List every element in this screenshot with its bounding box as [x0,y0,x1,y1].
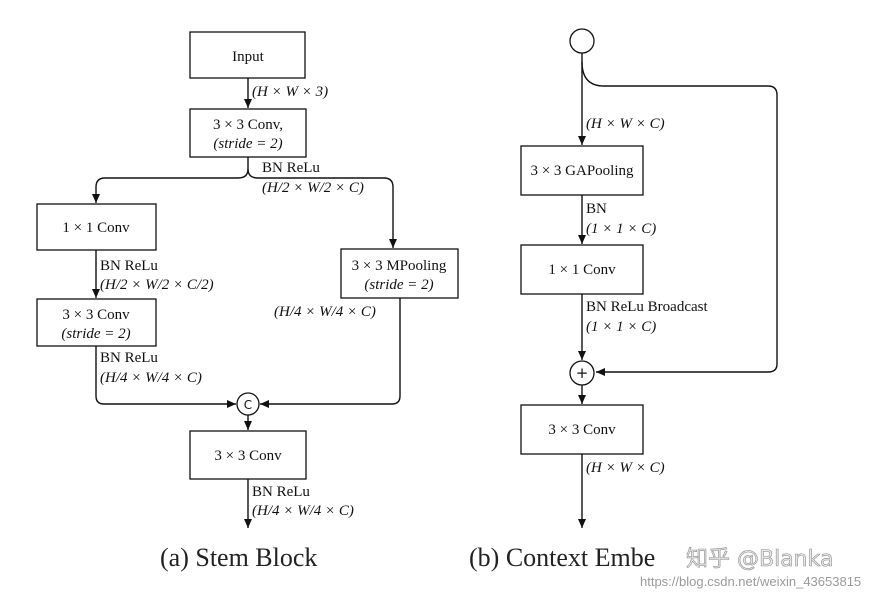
stem-edge-conv2-shape: (H/4 × W/4 × C) [100,370,202,386]
stem-edge-conv1-shape: (H/2 × W/2 × C) [262,180,364,196]
stem-conv3-label: 3 × 3 Conv [214,448,282,464]
ctx-conv3-label: 3 × 3 Conv [548,422,616,438]
stem-edge-out-ops: BN ReLu [252,484,310,500]
ctx-conv3-box [520,404,644,455]
watermark-site: 知乎 @Blanka [686,547,833,572]
ctx-wire-skip-connection [581,61,778,376]
stem-edge-1x1-ops: BN ReLu [100,258,158,274]
ctx-gapool-box [520,145,644,196]
ctx-gapool-label: 3 × 3 GAPooling [530,163,634,179]
stem-conv2-stride: (stride = 2) [61,326,130,342]
stem-block-caption: (a) Stem Block [160,543,317,572]
stem-conv2-box [36,298,157,347]
watermark: 知乎 @Blanka https://blog.csdn.net/weixin_… [640,547,861,589]
stem-wire-mpool-to-concat [260,298,401,408]
ctx-edge-gap-shape: (1 × 1 × C) [586,221,656,237]
stem-edge-conv2-ops: BN ReLu [100,350,158,366]
stem-conv1-stride: (stride = 2) [213,136,282,152]
stem-block: Input 3 × 3 Conv, (stride = 2) 1 × 1 Con… [36,31,459,572]
stem-mpool-stride: (stride = 2) [364,277,433,293]
ctx-1x1-conv-label: 1 × 1 Conv [548,262,616,278]
stem-wire-conv1-to-mpool [247,168,397,248]
stem-wire-conv2-to-concat [95,346,236,408]
stem-mpool-label: 3 × 3 MPooling [352,258,447,274]
ctx-edge-1x1-ops: BN ReLu Broadcast [586,299,708,315]
stem-conv1-box [189,108,307,158]
ctx-add-symbol: + [576,364,589,382]
stem-edge-input: (H × W × 3) [252,84,328,100]
stem-edge-mpool-shape: (H/4 × W/4 × C) [274,304,376,320]
ctx-edge-input-shape: (H × W × C) [586,116,665,132]
stem-1x1-conv-box [36,203,157,251]
stem-input-box [189,31,306,79]
watermark-url: https://blog.csdn.net/weixin_43653815 [640,574,861,589]
ctx-edge-gap-ops: BN [586,201,607,217]
stem-edge-conv1-ops: BN ReLu [262,160,320,176]
stem-conv2-label: 3 × 3 Conv [62,307,130,323]
stem-edge-1x1-shape: (H/2 × W/2 × C/2) [100,277,214,293]
ctx-input-node [569,28,595,54]
stem-conv3-box [189,430,307,480]
stem-concat-symbol: C [244,398,252,412]
ctx-edge-1x1-shape: (1 × 1 × C) [586,319,656,335]
context-block-caption: (b) Context Embe [469,543,655,572]
stem-concat-node [236,392,260,416]
stem-edge-out-shape: (H/4 × W/4 × C) [252,503,354,519]
stem-conv1-label: 3 × 3 Conv, [213,117,283,133]
ctx-add-node [569,360,595,386]
context-embedding-block: 3 × 3 GAPooling 1 × 1 Conv + 3 × 3 Conv … [469,28,778,572]
stem-wire-conv1-to-1x1 [92,157,249,203]
stem-1x1-conv-label: 1 × 1 Conv [62,220,130,236]
stem-input-label: Input [232,49,264,65]
stem-mpool-box [340,248,459,299]
ctx-edge-out-shape: (H × W × C) [586,460,665,476]
ctx-1x1-conv-box [520,244,644,295]
